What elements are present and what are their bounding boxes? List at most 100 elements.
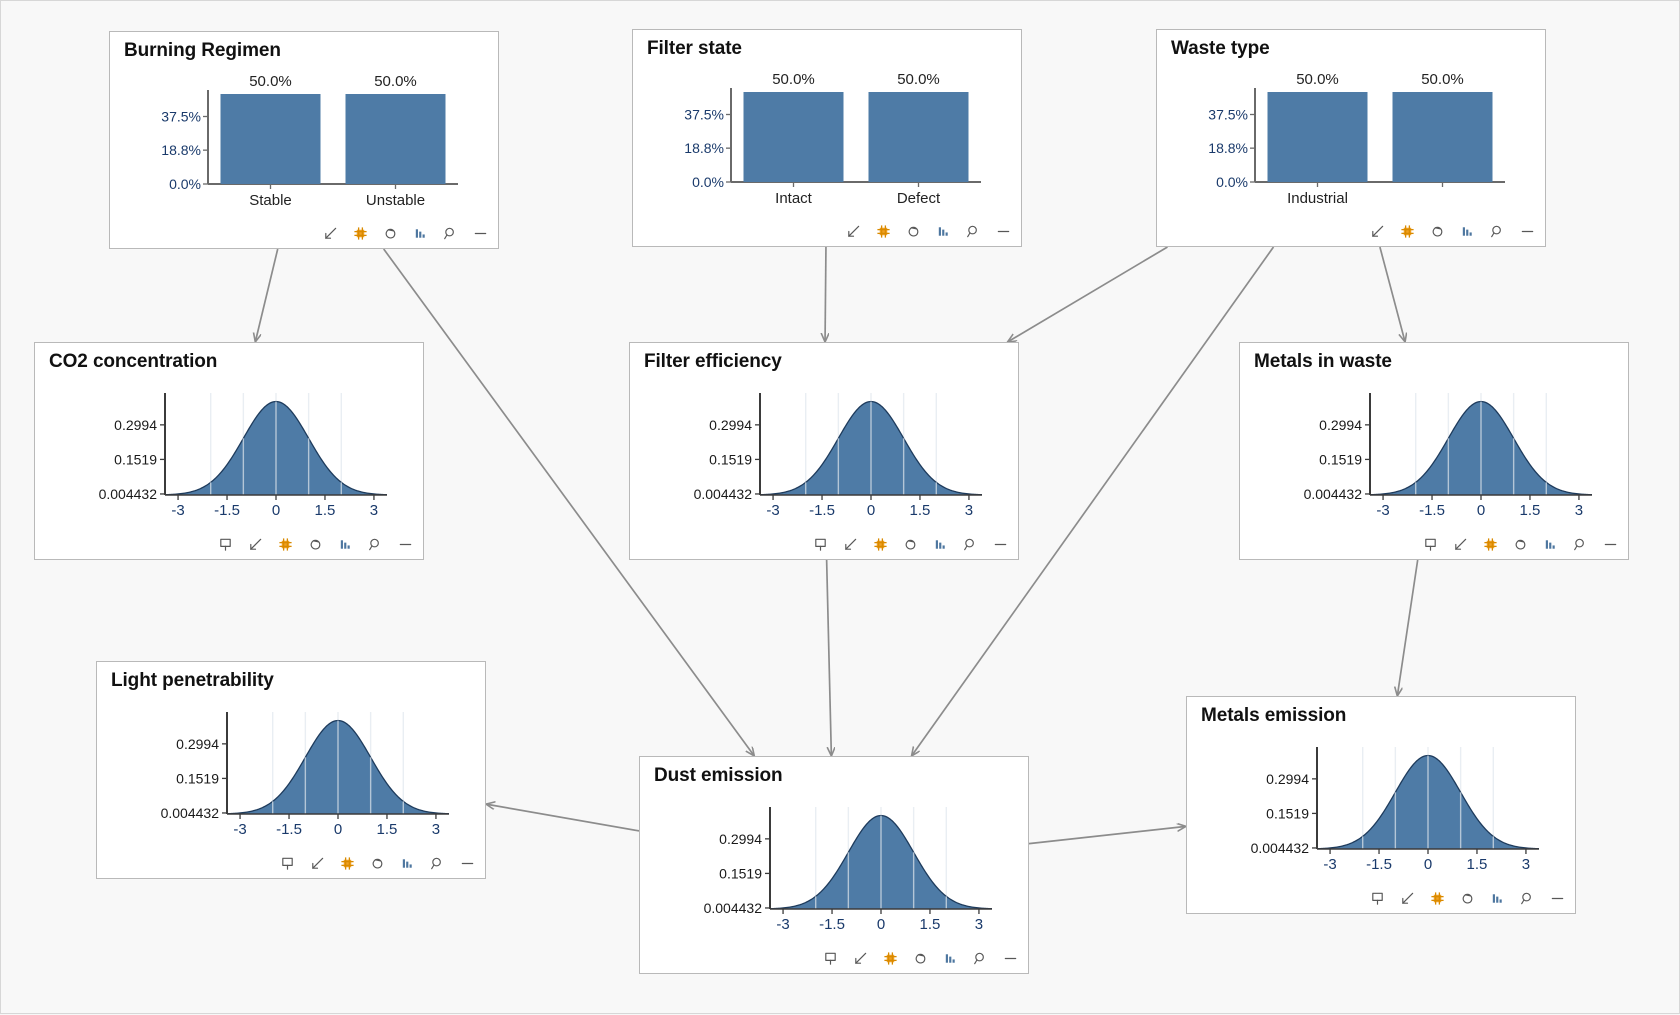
magnifier-icon[interactable] <box>367 536 383 552</box>
sigma-icon[interactable] <box>382 225 398 241</box>
edge-burning-regimen-to-co2-concentration[interactable] <box>255 248 279 342</box>
edge-dust-emission-to-light-penetrability[interactable] <box>486 804 640 832</box>
grid-icon[interactable] <box>1482 536 1498 552</box>
magnifier-icon[interactable] <box>1572 536 1588 552</box>
grid-icon[interactable] <box>1429 890 1445 906</box>
pin-icon[interactable] <box>812 536 828 552</box>
bar-chart-icon[interactable] <box>399 855 415 871</box>
sigma-icon[interactable] <box>912 950 928 966</box>
minus-icon[interactable] <box>1549 890 1565 906</box>
node-title: Dust emission <box>654 765 783 786</box>
edge-metals-in-waste-to-metals-emission[interactable] <box>1397 559 1419 696</box>
arrow-down-left-icon[interactable] <box>842 536 858 552</box>
node-toolbar[interactable] <box>822 947 1018 969</box>
arrow-down-left-icon[interactable] <box>852 950 868 966</box>
minus-icon[interactable] <box>995 223 1011 239</box>
minus-icon[interactable] <box>472 225 488 241</box>
pin-icon[interactable] <box>217 536 233 552</box>
arrow-down-left-icon[interactable] <box>1369 223 1385 239</box>
grid-icon[interactable] <box>277 536 293 552</box>
arrow-down-left-icon[interactable] <box>247 536 263 552</box>
node-toolbar[interactable] <box>1369 887 1565 909</box>
sigma-icon[interactable] <box>369 855 385 871</box>
grid-icon[interactable] <box>1399 223 1415 239</box>
bar-chart-icon[interactable] <box>1542 536 1558 552</box>
sigma-icon[interactable] <box>905 223 921 239</box>
edge-waste-type-to-metals-in-waste[interactable] <box>1379 246 1405 342</box>
svg-text:-3: -3 <box>766 502 779 519</box>
edge-filter-state-to-filter-efficiency[interactable] <box>825 246 826 342</box>
bar-chart-icon[interactable] <box>935 223 951 239</box>
sigma-icon[interactable] <box>1512 536 1528 552</box>
node-toolbar[interactable] <box>1422 533 1618 555</box>
magnifier-icon[interactable] <box>429 855 445 871</box>
sigma-icon[interactable] <box>1429 223 1445 239</box>
magnifier-icon[interactable] <box>1519 890 1535 906</box>
minus-icon[interactable] <box>459 855 475 871</box>
magnifier-icon[interactable] <box>962 536 978 552</box>
minus-icon[interactable] <box>992 536 1008 552</box>
bar-chart-icon[interactable] <box>942 950 958 966</box>
node-toolbar[interactable] <box>845 220 1011 242</box>
node-toolbar[interactable] <box>322 222 488 244</box>
magnifier-icon[interactable] <box>442 225 458 241</box>
arrow-down-left-icon[interactable] <box>1452 536 1468 552</box>
minus-icon[interactable] <box>1002 950 1018 966</box>
magnifier-icon[interactable] <box>972 950 988 966</box>
arrow-down-left-icon[interactable] <box>309 855 325 871</box>
grid-icon[interactable] <box>882 950 898 966</box>
pin-icon[interactable] <box>1369 890 1385 906</box>
node-toolbar[interactable] <box>812 533 1008 555</box>
sigma-icon[interactable] <box>1459 890 1475 906</box>
edge-filter-efficiency-to-dust-emission[interactable] <box>825 559 832 756</box>
pin-icon[interactable] <box>279 855 295 871</box>
edge-waste-type-to-filter-efficiency[interactable] <box>1008 246 1168 342</box>
arrow-down-left-icon[interactable] <box>1399 890 1415 906</box>
svg-text:0.2994: 0.2994 <box>709 417 752 433</box>
grid-icon[interactable] <box>352 225 368 241</box>
sigma-icon[interactable] <box>902 536 918 552</box>
bar-chart-icon[interactable] <box>1459 223 1475 239</box>
node-toolbar[interactable] <box>217 533 413 555</box>
bar-chart-icon[interactable] <box>412 225 428 241</box>
minus-icon[interactable] <box>397 536 413 552</box>
sigma-icon[interactable] <box>307 536 323 552</box>
minus-icon[interactable] <box>1602 536 1618 552</box>
pin-icon[interactable] <box>1422 536 1438 552</box>
grid-icon[interactable] <box>872 536 888 552</box>
grid-icon[interactable] <box>875 223 891 239</box>
bar-chart-icon[interactable] <box>337 536 353 552</box>
minus-icon[interactable] <box>1519 223 1535 239</box>
bar-chart-icon[interactable] <box>932 536 948 552</box>
pin-icon[interactable] <box>822 950 838 966</box>
arrow-down-left-icon[interactable] <box>322 225 338 241</box>
magnifier-icon[interactable] <box>965 223 981 239</box>
node-toolbar[interactable] <box>279 852 475 874</box>
edge-dust-emission-to-metals-emission[interactable] <box>1028 826 1186 845</box>
arrow-down-left-icon[interactable] <box>845 223 861 239</box>
grid-icon[interactable] <box>339 855 355 871</box>
magnifier-icon[interactable] <box>1489 223 1505 239</box>
svg-text:0.1519: 0.1519 <box>176 770 219 786</box>
bar-chart-icon[interactable] <box>1489 890 1505 906</box>
node-toolbar[interactable] <box>1369 220 1535 242</box>
